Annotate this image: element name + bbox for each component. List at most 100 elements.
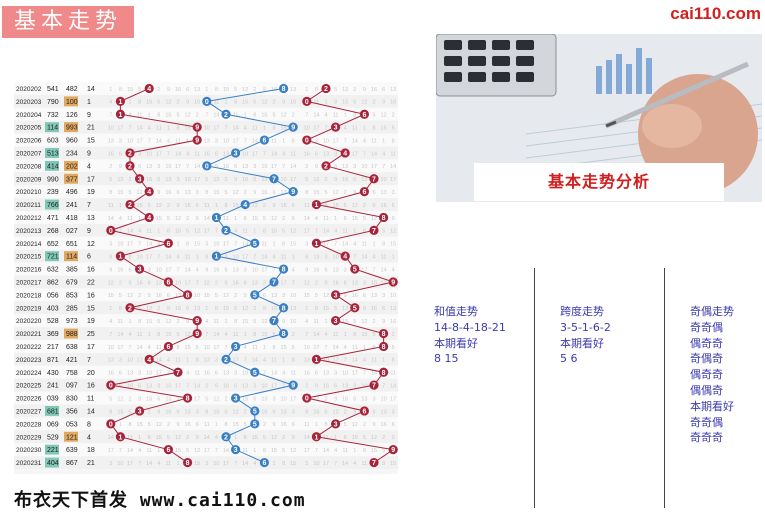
- cell-miss: 14: [323, 229, 329, 235]
- sum-value: 11: [87, 396, 94, 403]
- ball-units: [321, 161, 331, 171]
- cell-miss: 17: [223, 242, 229, 248]
- cell-miss: 7: [138, 461, 141, 467]
- cell-miss: 12: [333, 409, 339, 415]
- cell-miss: 2: [215, 280, 218, 286]
- cell-miss: 16: [371, 87, 377, 93]
- cell-miss: 9: [157, 409, 160, 415]
- cell-miss: 7: [363, 371, 366, 377]
- ball-tens: [250, 406, 260, 416]
- cell-miss: 10: [304, 345, 310, 351]
- draw-number: 639: [66, 447, 78, 454]
- cell-miss: 16: [137, 280, 143, 286]
- ball-units: [331, 419, 341, 429]
- cell-miss: 12: [352, 203, 358, 209]
- cell-miss: 10: [213, 461, 219, 467]
- cell-miss: 10: [361, 383, 367, 389]
- cell-miss: 14: [204, 216, 210, 222]
- cell-miss: 3: [176, 396, 179, 402]
- cell-miss: 5: [157, 100, 160, 106]
- cell-miss: 12: [165, 319, 171, 325]
- cell-miss: 13: [390, 87, 396, 93]
- cell-miss: 16: [108, 371, 114, 377]
- cell-miss: 13: [223, 151, 229, 157]
- cell-miss: 7: [205, 113, 208, 119]
- draw-highlight: [64, 431, 78, 442]
- ball-units: [350, 264, 360, 274]
- cell-miss: 4: [186, 151, 189, 157]
- issue-label: 2020221: [16, 331, 42, 338]
- cell-miss: 5: [372, 113, 375, 119]
- row-stripe: [14, 82, 398, 95]
- cell-miss: 15: [165, 113, 171, 119]
- cell-miss: 7: [224, 125, 227, 131]
- cell-miss: 3: [305, 242, 308, 248]
- cell-miss: 2: [167, 203, 170, 209]
- cell-miss: 4: [119, 216, 122, 222]
- cell-miss: 7: [119, 229, 122, 235]
- cell-miss: 3: [272, 396, 275, 402]
- cell-miss: 6: [148, 280, 151, 286]
- cell-miss: 3: [353, 383, 356, 389]
- cell-miss: 3: [334, 151, 337, 157]
- sum-value: 1: [87, 99, 91, 106]
- ball-digit: 6: [166, 279, 170, 286]
- row-stripe: [14, 185, 398, 199]
- cell-miss: 12: [252, 203, 258, 209]
- issue-label: 2020223: [16, 357, 42, 364]
- cell-miss: 17: [204, 229, 210, 235]
- test-number: 056: [47, 292, 59, 299]
- cell-miss: 15: [146, 319, 152, 325]
- ball-digit: 7: [272, 318, 276, 325]
- cell-miss: 4: [109, 319, 112, 325]
- cell-miss: 6: [224, 267, 227, 273]
- draw-number: 114: [66, 254, 77, 261]
- test-number: 221: [47, 447, 59, 454]
- cell-miss: 16: [175, 87, 181, 93]
- cell-miss: 1: [196, 254, 199, 260]
- cell-miss: 6: [334, 383, 337, 389]
- cell-miss: 9: [392, 435, 395, 441]
- cell-miss: 14: [333, 345, 339, 351]
- cell-miss: 7: [186, 383, 189, 389]
- sum-value: 15: [87, 305, 95, 312]
- cell-miss: 5: [272, 113, 275, 119]
- cell-miss: 13: [342, 164, 348, 170]
- row-stripe: [14, 198, 398, 211]
- draw-highlight: [64, 160, 78, 171]
- ball-tens: [259, 457, 269, 468]
- cell-miss: 1: [157, 448, 160, 454]
- sum-analysis: 和值走势 14-8-4-18-21 本期看好 8 15: [434, 304, 506, 367]
- cell-miss: 5: [363, 435, 366, 441]
- cell-miss: 11: [146, 448, 152, 454]
- cell-miss: 12: [261, 319, 267, 325]
- site-url[interactable]: cai110.com: [670, 4, 761, 23]
- sum-value: 7: [87, 202, 91, 209]
- cell-miss: 2: [305, 383, 308, 389]
- cell-miss: 8: [176, 345, 179, 351]
- ball-tens: [231, 341, 241, 352]
- cell-miss: 6: [234, 383, 237, 389]
- ball-digit: 8: [382, 370, 386, 377]
- issue-label: 2020208: [16, 163, 42, 170]
- cell-miss: 14: [213, 113, 219, 119]
- cell-miss: 2: [224, 396, 227, 402]
- cell-miss: 2: [196, 113, 199, 119]
- cell-miss: 9: [138, 396, 141, 402]
- cell-miss: 1: [305, 87, 308, 93]
- cell-miss: 6: [392, 422, 395, 428]
- cell-miss: 1: [344, 113, 347, 119]
- cell-miss: 8: [205, 409, 208, 415]
- cell-miss: 7: [138, 242, 141, 248]
- cell-miss: 8: [392, 358, 395, 364]
- cell-miss: 10: [381, 177, 387, 183]
- cell-miss: 7: [324, 125, 327, 131]
- cell-miss: 9: [167, 306, 170, 312]
- ball-tens: [202, 161, 212, 171]
- cell-miss: 12: [290, 448, 296, 454]
- ball-digit: 2: [128, 163, 132, 170]
- cell-miss: 6: [372, 190, 375, 196]
- cell-miss: 8: [128, 422, 131, 428]
- test-number: 790: [47, 99, 59, 106]
- cell-miss: 9: [305, 267, 308, 273]
